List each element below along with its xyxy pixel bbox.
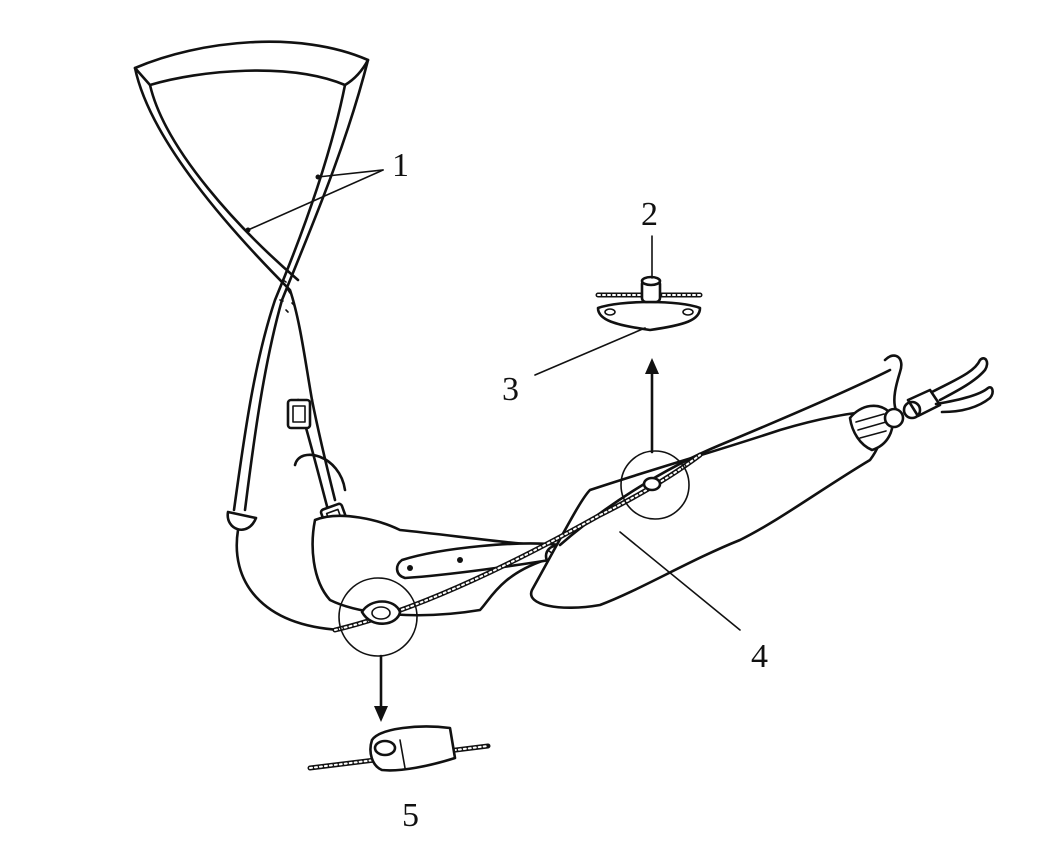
label-4: 4 (751, 638, 768, 675)
label-1: 1 (392, 147, 409, 184)
label-2: 2 (641, 196, 658, 233)
leader-1b (317, 169, 384, 178)
wrist-unit (848, 404, 894, 452)
arrow-up (645, 358, 659, 454)
d-ring (226, 510, 258, 531)
forearm-socket (529, 368, 892, 609)
buckle-upper (286, 398, 312, 430)
label-3: 3 (502, 371, 519, 408)
base-plate-detail (595, 275, 703, 332)
harness-strap (133, 40, 370, 512)
leader-4 (619, 531, 741, 631)
control-cable (332, 452, 703, 633)
detail-circle-lower (338, 577, 418, 657)
cable-hanger-on-socket (360, 600, 402, 625)
detail-circle-upper (620, 450, 690, 520)
retainer-on-forearm (642, 476, 662, 492)
label-5: 5 (402, 797, 419, 834)
leader-1a (247, 169, 384, 231)
cable-hanger-detail (307, 725, 491, 772)
terminal-hook (883, 354, 994, 429)
leader-3 (534, 327, 646, 376)
arrow-down (374, 654, 388, 722)
loop-strap (293, 453, 347, 492)
